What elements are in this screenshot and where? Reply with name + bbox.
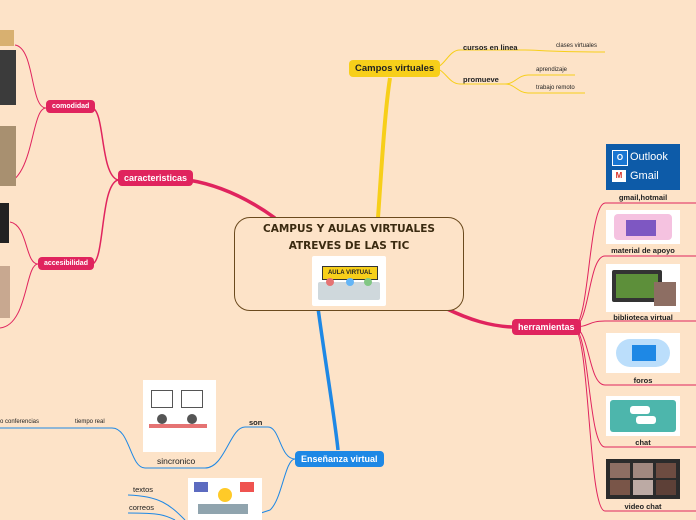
accesibilidad-image-2 [0, 266, 10, 318]
comodidad-image-1 [0, 30, 14, 46]
outlook-icon: O [612, 150, 628, 166]
tool-label-material[interactable]: material de apoyo [606, 246, 680, 255]
ensenanza-virtual-node[interactable]: Enseñanza virtual [295, 451, 384, 467]
tool-label-video-chat[interactable]: video chat [606, 502, 680, 511]
son-label[interactable]: son [249, 418, 262, 427]
clases-virtuales-label[interactable]: clases virtuales [556, 43, 597, 49]
central-title-line1: CAMPUS Y AULAS VIRTUALES [235, 223, 463, 235]
sincronico-image [143, 380, 216, 452]
aula-virtual-image: AULA VIRTUAL [312, 256, 386, 306]
comodidad-node[interactable]: comodidad [46, 100, 95, 113]
cursos-en-linea-label[interactable]: cursos en linea [463, 43, 518, 52]
outlook-gmail-image: O Outlook M Gmail [606, 144, 680, 190]
promueve-label[interactable]: promueve [463, 75, 499, 84]
aprendizaje-label[interactable]: aprendizaje [536, 67, 567, 73]
tool-label-foros[interactable]: foros [606, 376, 680, 385]
outlook-text: Outlook [630, 151, 668, 163]
campos-virtuales-node[interactable]: Campos virtuales [349, 60, 440, 77]
foros-image [606, 333, 680, 373]
asincronico-image [188, 478, 262, 520]
comodidad-image-3 [0, 126, 16, 186]
central-topic[interactable]: CAMPUS Y AULAS VIRTUALES ATREVES DE LAS … [234, 217, 464, 311]
trabajo-remoto-label[interactable]: trabajo remoto [536, 85, 575, 91]
video-conferencias-label[interactable]: o conferencias [0, 419, 39, 425]
tool-label-gmail[interactable]: gmail,hotmail [606, 193, 680, 202]
central-title-line2: ATREVES DE LAS TIC [235, 240, 463, 252]
comodidad-image-2 [0, 50, 16, 105]
correos-label[interactable]: correos [129, 503, 154, 512]
gmail-text: Gmail [630, 170, 659, 182]
tool-label-biblioteca[interactable]: biblioteca virtual [606, 313, 680, 322]
textos-label[interactable]: textos [133, 485, 153, 494]
biblioteca-image [606, 264, 680, 312]
chat-image [606, 396, 680, 436]
tool-label-chat[interactable]: chat [606, 438, 680, 447]
material-apoyo-image [606, 210, 680, 244]
accesibilidad-node[interactable]: accesibilidad [38, 257, 94, 270]
gmail-icon: M [612, 170, 626, 182]
sincronico-label[interactable]: sincronico [157, 456, 195, 466]
caracteristicas-node[interactable]: caracteristicas [118, 170, 193, 186]
accesibilidad-image-1 [0, 203, 9, 243]
video-chat-image [606, 459, 680, 499]
herramientas-node[interactable]: herramientas [512, 319, 581, 335]
tiempo-real-label[interactable]: tiempo real [75, 419, 105, 425]
